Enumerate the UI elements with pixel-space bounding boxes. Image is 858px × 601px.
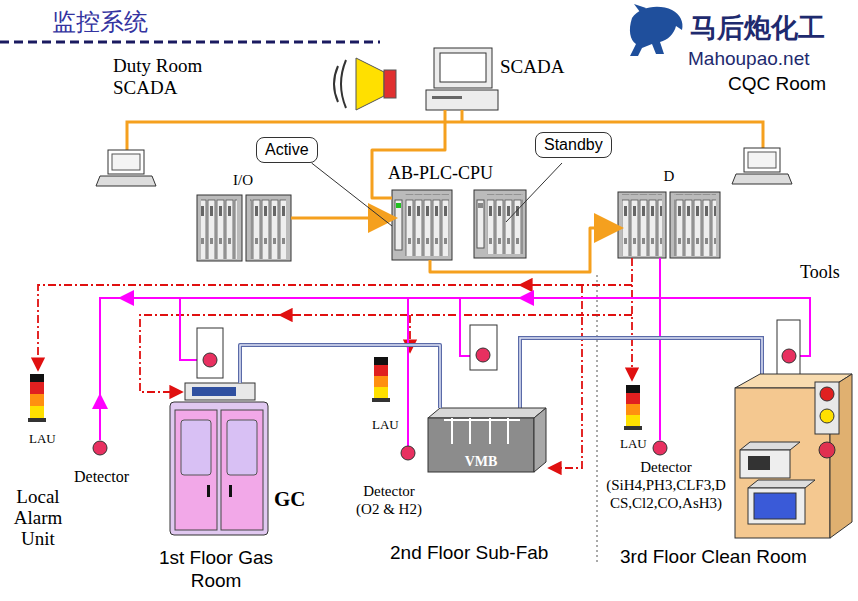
callout-leader: [506, 163, 562, 222]
sensor-box: [197, 320, 800, 388]
alarm-light: [28, 357, 642, 430]
rack: [197, 190, 720, 261]
connector: [291, 217, 392, 220]
text-label: Mahoupao.net: [688, 48, 810, 70]
callout-text: Active: [265, 141, 309, 158]
vmb-node: VMB: [428, 408, 546, 472]
text-label: Tools: [800, 262, 840, 283]
text-label: Duty Room SCADA: [113, 55, 217, 99]
scada-computer-node: SCADA: [430, 48, 496, 110]
scada-computer: [426, 48, 498, 110]
node-label: D: [618, 168, 720, 185]
title-underline: [0, 41, 380, 44]
node-label: GC: [274, 487, 306, 512]
alarm-horn: [334, 58, 396, 110]
callout-box: Active: [256, 137, 318, 163]
callout-box: Standby: [535, 132, 612, 158]
pipe-highlight: [240, 345, 440, 408]
text-label: Detector (O2 & H2): [350, 482, 428, 518]
gas-pipe: [520, 338, 762, 408]
connector: [240, 345, 440, 408]
connector: [372, 110, 445, 198]
callout-text: Standby: [544, 136, 603, 153]
text-label: 马后炮化工: [690, 10, 825, 46]
gas-cabinet-node: GC: [170, 383, 268, 535]
connector: [312, 163, 392, 226]
node-label: VMB: [428, 454, 534, 470]
vmb-box: [428, 408, 546, 472]
laptop: [96, 148, 792, 186]
logo-horse: [630, 4, 683, 56]
text-label: Local Alarm Unit: [2, 486, 74, 549]
text-label: LAU: [29, 431, 56, 447]
io-rack: I/O: [195, 195, 291, 261]
text-label: 2nd Floor Sub-Fab: [390, 542, 548, 564]
text-label: CQC Room: [728, 73, 826, 95]
text-label: LAU: [620, 436, 647, 452]
node-label: SCADA: [500, 56, 564, 78]
tool-box: [735, 374, 852, 538]
text-label: 3rd Floor Clean Room: [620, 546, 807, 568]
node-label: I/O: [195, 172, 291, 189]
gas-cabinet: [170, 383, 268, 535]
gas-pipe-inner: [520, 338, 762, 408]
connector: [430, 228, 618, 272]
text-label: 1st Floor Gas Room: [142, 546, 290, 592]
d-rack: D: [618, 192, 720, 258]
plc-cpu-rack: AB-PLC-CPU: [392, 190, 452, 260]
node-label: AB-PLC-CPU: [388, 163, 493, 184]
text-label: LAU: [372, 417, 399, 433]
floor-divider: [597, 275, 598, 565]
text-label: Detector (SiH4,PH3,CLF3,DCS,Cl2,CO,AsH3): [604, 458, 728, 512]
diagram-title: 监控系统: [52, 6, 148, 38]
text-label: Detector: [74, 468, 129, 486]
